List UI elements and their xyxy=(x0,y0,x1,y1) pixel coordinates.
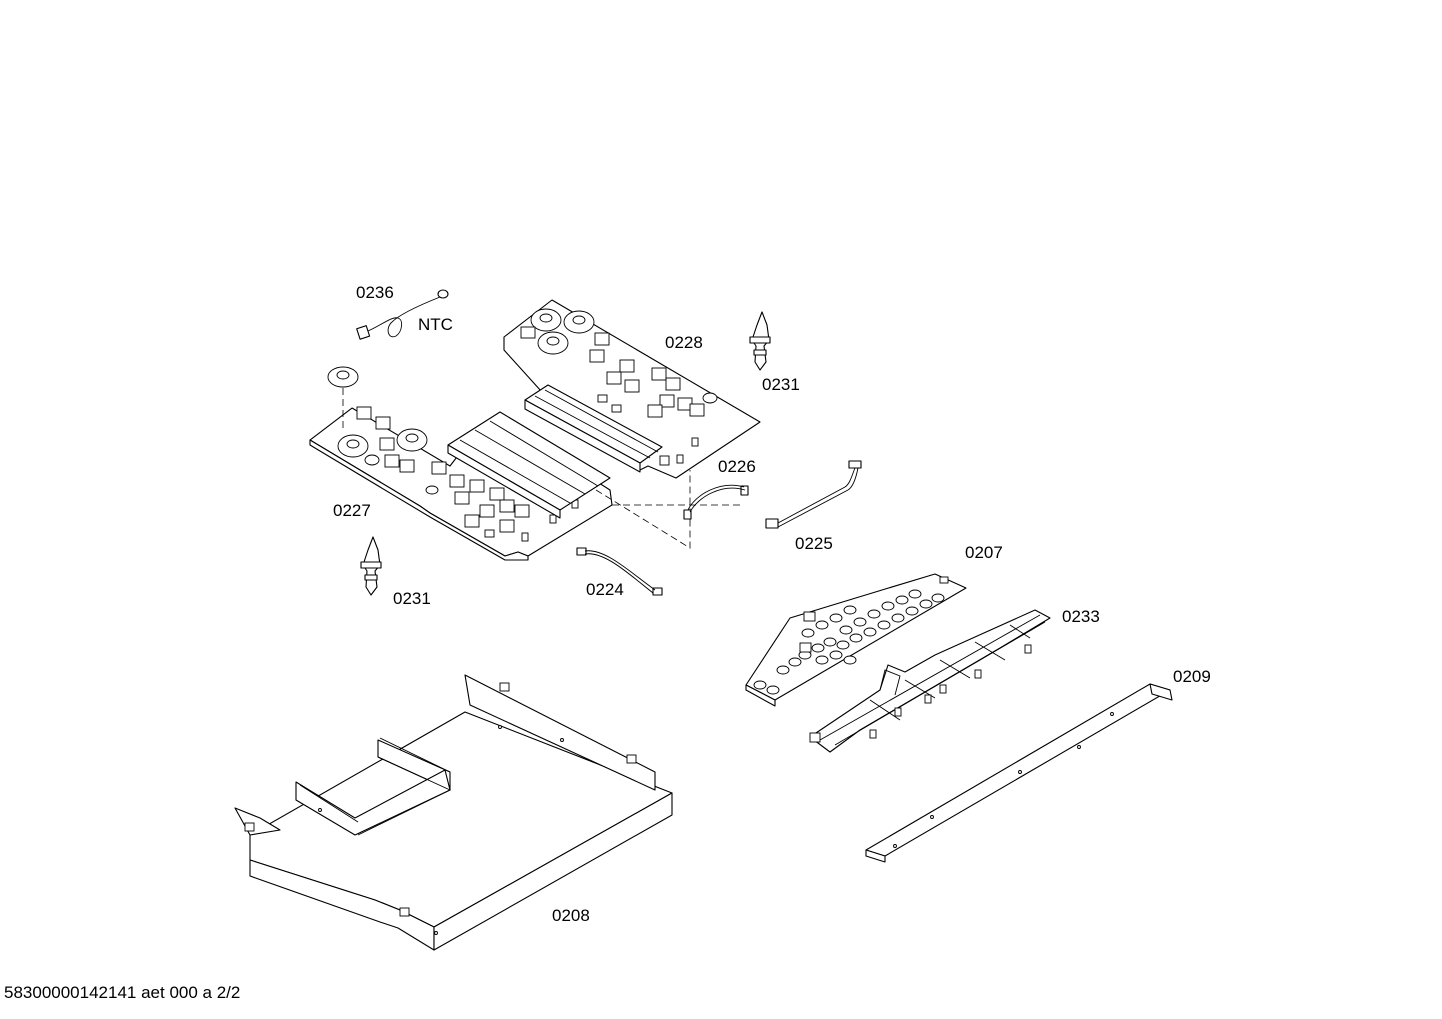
label-0236: 0236 xyxy=(356,283,394,302)
label-0228: 0228 xyxy=(665,333,703,352)
label-0231-bottom: 0231 xyxy=(393,589,431,608)
cable-0225 xyxy=(765,460,862,529)
label-0207: 0207 xyxy=(965,543,1003,562)
label-0208: 0208 xyxy=(552,906,590,925)
label-0226: 0226 xyxy=(718,457,756,476)
label-0231-top: 0231 xyxy=(762,375,800,394)
cable-0226 xyxy=(683,484,749,520)
label-0224: 0224 xyxy=(586,580,624,599)
ntc-sensor-0236 xyxy=(356,289,449,340)
label-0209: 0209 xyxy=(1173,667,1211,686)
cable-0224 xyxy=(576,547,663,596)
spacer-clip-0231-top xyxy=(749,311,771,371)
document-footer: 58300000142141 aet 000 a 2/2 xyxy=(4,983,240,1002)
label-0233: 0233 xyxy=(1062,607,1100,626)
power-board-0228 xyxy=(503,299,761,479)
control-board-0207 xyxy=(745,573,967,707)
spacer-clip-0231-bottom xyxy=(360,536,382,596)
label-0225: 0225 xyxy=(795,534,833,553)
holder-frame-0233 xyxy=(809,609,1051,753)
rail-0209 xyxy=(865,683,1173,863)
base-tray-0208 xyxy=(234,674,673,951)
label-ntc: NTC xyxy=(418,315,453,334)
power-board-0227 xyxy=(309,366,740,561)
label-0227: 0227 xyxy=(333,501,371,520)
